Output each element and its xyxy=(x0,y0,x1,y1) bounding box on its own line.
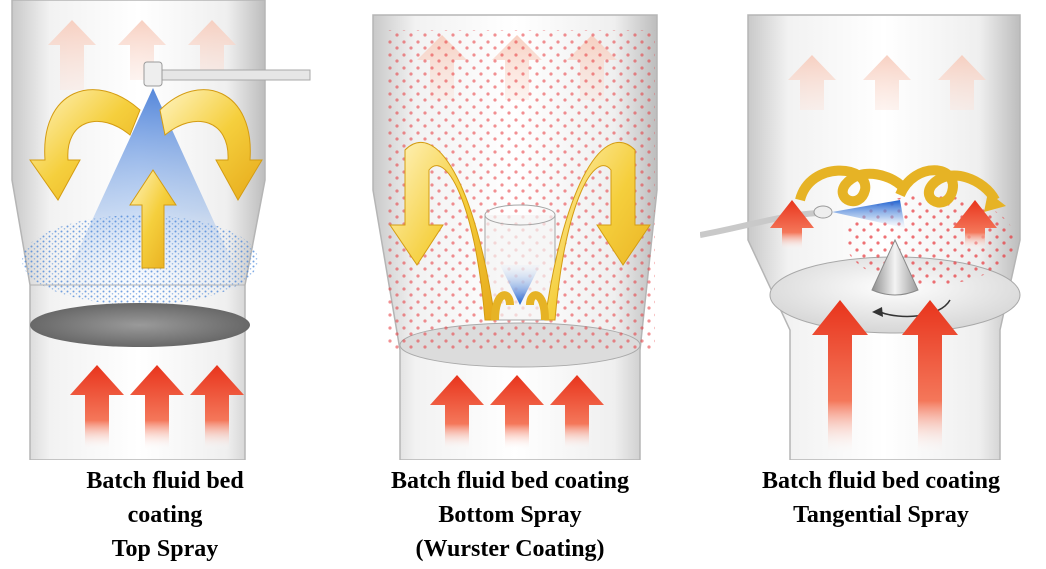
caption-tangential-spray: Batch fluid bed coating Tangential Spray xyxy=(716,464,1046,532)
caption-line: Batch fluid bed coating xyxy=(345,464,675,498)
caption-line: Batch fluid bed xyxy=(0,464,330,498)
caption-line: Batch fluid bed coating xyxy=(716,464,1046,498)
caption-line: coating xyxy=(0,498,330,532)
caption-line: Top Spray xyxy=(0,532,330,566)
caption-bottom-spray: Batch fluid bed coating Bottom Spray (Wu… xyxy=(345,464,675,566)
bottom-spray-wurster-diagram xyxy=(345,0,675,460)
caption-line: Tangential Spray xyxy=(716,498,1046,532)
caption-line: (Wurster Coating) xyxy=(345,532,675,566)
top-spray-diagram xyxy=(0,0,330,460)
caption-top-spray: Batch fluid bed coating Top Spray xyxy=(0,464,330,566)
caption-line: Bottom Spray xyxy=(345,498,675,532)
tangential-spray-diagram xyxy=(700,0,1046,460)
